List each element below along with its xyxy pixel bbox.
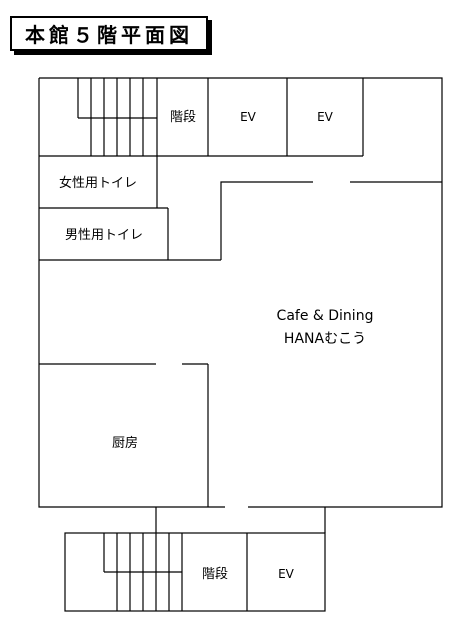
floor-plan-title-box: 本館５階平面図 (10, 16, 208, 51)
top-ev-1-label: EV (240, 110, 257, 124)
womens-toilet-label: 女性用トイレ (59, 175, 137, 191)
top-stair-treads (77, 78, 157, 156)
outer-wall-left (38, 78, 225, 508)
cafe-name-line1: Cafe & Dining (277, 308, 374, 324)
bottom-stairs-label: 階段 (202, 567, 228, 582)
top-stairs-label: 階段 (170, 110, 196, 125)
bottom-ev-label: EV (278, 567, 295, 581)
bottom-core (64, 532, 326, 612)
top-ev-2-label: EV (317, 110, 334, 124)
bottom-stair-treads (103, 533, 182, 611)
cafe-name-line2: HANAむこう (284, 331, 366, 347)
kitchen-label: 厨房 (112, 435, 138, 451)
floor-plan-title: 本館５階平面図 (25, 23, 193, 47)
outer-wall (39, 77, 443, 508)
mens-toilet-label: 男性用トイレ (65, 228, 143, 243)
